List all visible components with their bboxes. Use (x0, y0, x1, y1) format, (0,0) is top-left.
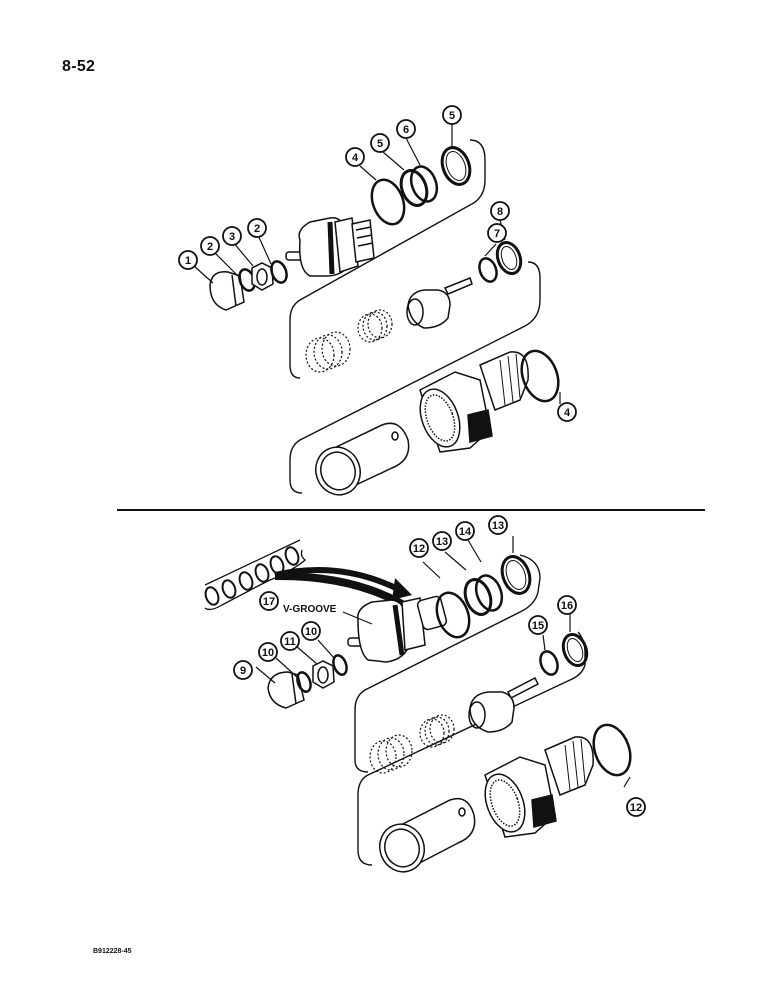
svg-text:1: 1 (185, 255, 191, 267)
svg-text:4: 4 (564, 407, 571, 419)
svg-text:2: 2 (254, 223, 260, 235)
o-ring-icon (474, 574, 504, 612)
callout-15: 15 (528, 615, 548, 635)
o-ring-icon (539, 650, 559, 676)
o-ring-icon (592, 723, 632, 777)
svg-text:12: 12 (413, 543, 425, 555)
callout-7: 7 (487, 223, 507, 243)
jam-nut-icon (312, 660, 335, 689)
lower-callouts: 9 10 11 10 17 12 13 14 13 15 16 12 V-GRO… (233, 515, 646, 817)
backup-ring-icon (440, 146, 472, 186)
leader-lines (193, 123, 561, 404)
upper-assembly (193, 123, 561, 496)
svg-text:13: 13 (492, 520, 504, 532)
spring-icon (305, 331, 351, 373)
shim-set-icon (204, 546, 300, 606)
svg-text:10: 10 (262, 647, 274, 659)
callout-6: 6 (396, 119, 416, 139)
leader-lines (255, 536, 631, 788)
sleeve-icon (379, 797, 476, 873)
o-ring-icon (270, 260, 288, 284)
svg-text:7: 7 (494, 228, 500, 240)
svg-text:6: 6 (403, 124, 409, 136)
callout-9: 9 (233, 660, 253, 680)
callout-11: 11 (280, 631, 300, 651)
spring-icon (369, 734, 413, 774)
callout-4: 4 (557, 402, 577, 422)
v-groove-label: V-GROOVE (283, 604, 337, 615)
callout-1: 1 (178, 250, 198, 270)
svg-text:17: 17 (263, 596, 275, 608)
o-ring-icon (435, 591, 471, 639)
poppet-icon (468, 676, 540, 733)
svg-text:3: 3 (229, 231, 235, 243)
svg-text:9: 9 (240, 665, 246, 677)
spring-icon (357, 309, 393, 343)
svg-text:15: 15 (532, 620, 544, 632)
o-ring-icon (296, 671, 312, 693)
spring-icon (419, 714, 455, 748)
figure-code: B912228-45 (93, 948, 132, 955)
valve-body-icon (347, 595, 448, 663)
cap-nut-icon (267, 671, 305, 709)
callout-12: 12 (626, 797, 646, 817)
callout-5: 5 (370, 133, 390, 153)
svg-text:16: 16 (561, 600, 573, 612)
callout-14: 14 (455, 521, 475, 541)
callout-8: 8 (490, 201, 510, 221)
svg-text:2: 2 (207, 241, 213, 253)
svg-text:5: 5 (377, 138, 383, 150)
o-ring-icon (370, 178, 406, 226)
page-number: 8-52 (62, 58, 96, 75)
svg-text:5: 5 (449, 110, 455, 122)
svg-text:14: 14 (459, 526, 472, 538)
svg-text:4: 4 (352, 152, 359, 164)
valve-body-icon (285, 216, 375, 277)
o-ring-icon (478, 257, 498, 283)
svg-text:10: 10 (305, 626, 317, 638)
callout-13: 13 (488, 515, 508, 535)
svg-text:12: 12 (630, 802, 642, 814)
o-ring-icon (332, 654, 348, 676)
sleeve-icon (315, 422, 410, 496)
o-ring-icon (409, 165, 439, 203)
callout-16: 16 (557, 595, 577, 615)
lower-assembly (204, 536, 632, 873)
callout-10: 10 (301, 621, 321, 641)
svg-text:11: 11 (284, 636, 296, 648)
fitting-icon (419, 351, 529, 453)
callout-12: 12 (409, 538, 429, 558)
section-divider (117, 509, 705, 511)
poppet-icon (406, 277, 473, 329)
backup-ring-icon (495, 241, 523, 275)
svg-text:13: 13 (436, 536, 448, 548)
callout-13: 13 (432, 531, 452, 551)
backup-ring-icon (463, 578, 493, 616)
callout-4: 4 (345, 147, 365, 167)
backup-ring-icon (561, 633, 589, 667)
jam-nut-icon (251, 262, 274, 291)
callout-2: 2 (200, 236, 220, 256)
fitting-icon (484, 736, 594, 838)
callout-5: 5 (442, 105, 462, 125)
upper-callouts: 1 2 3 2 4 5 6 5 7 8 4 (178, 105, 577, 422)
callout-10: 10 (258, 642, 278, 662)
backup-ring-icon (500, 555, 532, 595)
svg-text:8: 8 (497, 206, 503, 218)
o-ring-icon (520, 349, 560, 403)
callout-17: 17 (259, 591, 279, 611)
cap-nut-icon (209, 271, 245, 311)
backup-ring-icon (399, 169, 429, 207)
callout-3: 3 (222, 226, 242, 246)
callout-2: 2 (247, 218, 267, 238)
